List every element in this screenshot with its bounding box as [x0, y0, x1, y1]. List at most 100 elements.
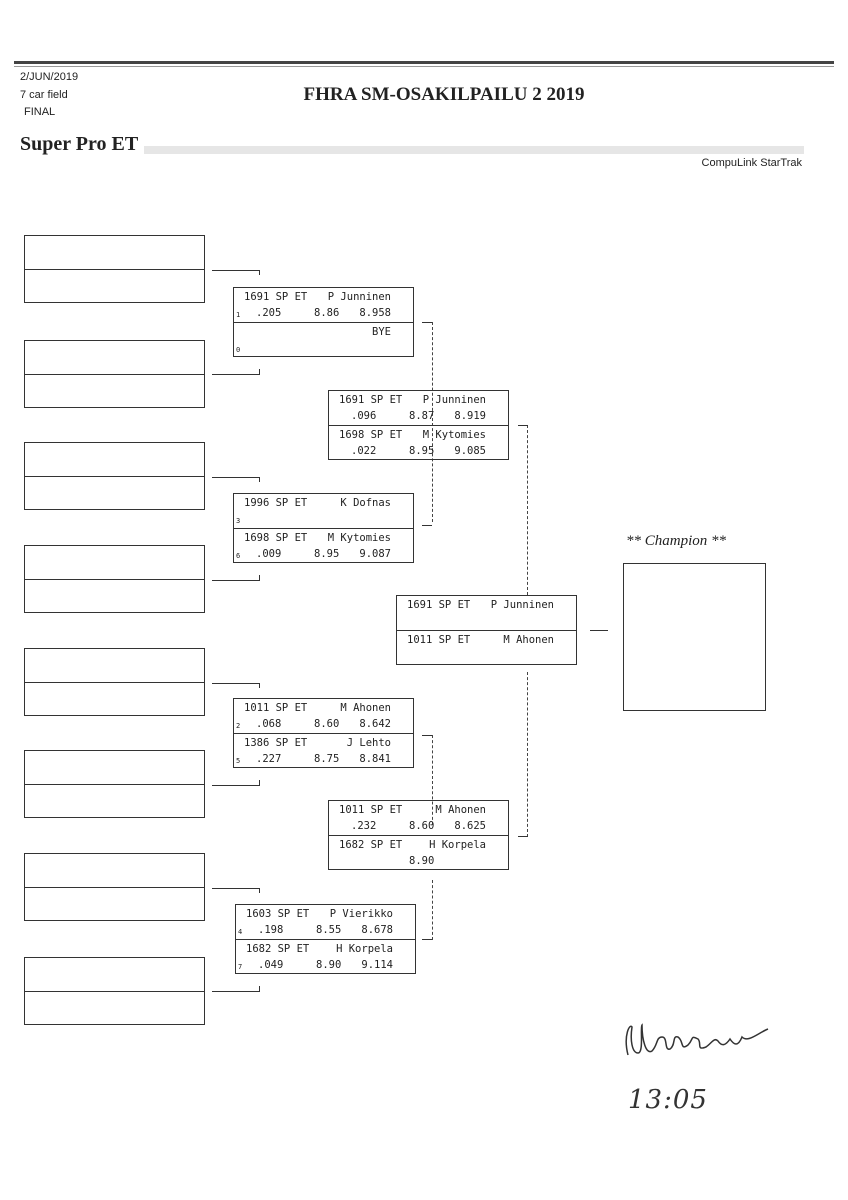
dashed-connector	[432, 735, 433, 825]
elapsed-time: 8.90	[316, 959, 342, 971]
reaction-time: .198	[258, 924, 284, 936]
entry-slot	[25, 751, 204, 785]
champion-label: ** Champion **	[626, 533, 727, 549]
seed: 7	[238, 963, 243, 971]
seed: 1	[236, 311, 241, 319]
empty-entry-box	[24, 750, 205, 818]
race-date: 2/JUN/2019	[20, 71, 79, 83]
elapsed-time: 8.60	[314, 718, 340, 730]
driver-name: H Korpela	[336, 943, 393, 955]
elapsed-time: 8.87	[409, 410, 435, 422]
connector-line	[212, 374, 260, 375]
seed: 5	[236, 757, 241, 765]
empty-entry-box	[24, 340, 205, 408]
elapsed-time: 8.86	[314, 307, 340, 319]
connector-tick	[259, 477, 260, 482]
entry-slot	[25, 854, 204, 888]
dotted-leader	[144, 146, 804, 154]
car-number: 1011 SP ET	[339, 804, 403, 816]
reaction-time: .232	[351, 820, 377, 832]
driver-name: P Junninen	[490, 599, 554, 611]
driver-name: M Ahonen	[435, 804, 486, 816]
handwritten-time: 13:05	[628, 1085, 708, 1115]
driver-name: H Korpela	[429, 839, 486, 851]
car-number: 1698 SP ET	[244, 532, 308, 544]
entry-slot	[25, 341, 204, 375]
driver-name: P Vierikko	[329, 908, 393, 920]
entry-slot	[25, 236, 204, 270]
car-number: 1011 SP ET	[407, 634, 471, 646]
empty-entry-box	[24, 648, 205, 716]
car-number: 1682 SP ET	[339, 839, 403, 851]
elapsed-time: 8.75	[314, 753, 340, 765]
connector-tick	[259, 888, 260, 893]
seed: 6	[236, 552, 241, 560]
empty-entry-box	[24, 442, 205, 510]
dial-in: 9.114	[361, 959, 393, 971]
driver-name: BYE	[372, 326, 391, 338]
connector-end	[518, 425, 528, 426]
entry-slot	[25, 443, 204, 477]
connector-tick	[259, 683, 260, 688]
reaction-time: .022	[351, 445, 377, 457]
entry-slot	[25, 546, 204, 580]
dial-in: 8.841	[359, 753, 391, 765]
connector-line	[212, 785, 260, 786]
dial-in: 8.625	[454, 820, 486, 832]
car-number: 1698 SP ET	[339, 429, 403, 441]
driver-name: K Dofnas	[340, 497, 391, 509]
connector-line	[212, 477, 260, 478]
driver-name: M Ahonen	[503, 634, 554, 646]
connector-end	[422, 735, 432, 736]
dial-in: 8.678	[361, 924, 393, 936]
seed: 3	[236, 517, 241, 525]
racer-bottom: 1011 SP ET M Ahonen	[397, 631, 576, 665]
field-size: 7 car field	[20, 89, 68, 101]
connector-line	[212, 683, 260, 684]
connector-end	[422, 322, 432, 323]
empty-entry-box	[24, 235, 205, 303]
entry-slot	[25, 958, 204, 992]
car-number: 1011 SP ET	[244, 702, 308, 714]
connector-end	[422, 939, 432, 940]
car-number: 1682 SP ET	[246, 943, 310, 955]
champion-box	[623, 563, 766, 711]
dial-in: 8.642	[359, 718, 391, 730]
reaction-time: .205	[256, 307, 282, 319]
seed: 2	[236, 722, 241, 730]
driver-name: P Junninen	[327, 291, 391, 303]
header-rule	[14, 61, 834, 64]
connector-end	[518, 836, 528, 837]
elapsed-time: 8.95	[314, 548, 340, 560]
elapsed-time: 8.95	[409, 445, 435, 457]
connector-tick	[259, 369, 260, 374]
connector-line	[212, 888, 260, 889]
event-class: Super Pro ET	[20, 133, 139, 155]
car-number: 1603 SP ET	[246, 908, 310, 920]
elapsed-time: 8.90	[409, 855, 435, 867]
dashed-connector	[432, 880, 433, 940]
dashed-connector	[527, 425, 528, 595]
driver-name: P Junninen	[422, 394, 486, 406]
driver-name: M Kytomies	[327, 532, 391, 544]
dashed-connector	[527, 672, 528, 837]
empty-entry-box	[24, 853, 205, 921]
final-connector	[590, 630, 608, 631]
reaction-time: .068	[256, 718, 282, 730]
connector-tick	[259, 270, 260, 275]
